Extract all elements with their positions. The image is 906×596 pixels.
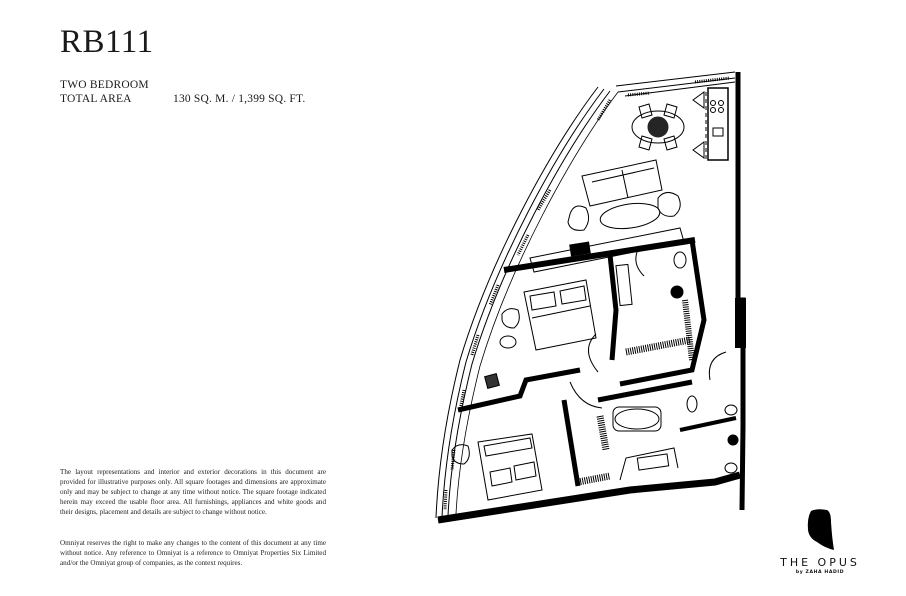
opus-logo-mark-icon xyxy=(807,509,834,550)
area-label: TOTAL AREA xyxy=(60,93,132,105)
facade-glazing xyxy=(435,86,619,519)
unit-code: RB111 xyxy=(60,24,154,60)
second-bedroom-wall xyxy=(561,399,581,487)
brand-byline: by ZAHA HADID xyxy=(795,570,845,575)
closet-wall xyxy=(619,239,707,387)
area-row: TOTAL AREA 130 SQ. M. / 1,399 SQ. FT. xyxy=(60,93,305,105)
master-bath-wall xyxy=(607,254,619,361)
brand-name: THE OPUS xyxy=(780,556,860,569)
top-facade xyxy=(615,71,736,97)
wardrobe-hatch-bottom xyxy=(625,336,691,356)
wardrobe-hatch xyxy=(682,299,695,361)
vanity xyxy=(615,263,633,307)
plant xyxy=(484,373,500,389)
side-table xyxy=(499,335,517,349)
second-bed xyxy=(477,433,543,501)
armchair-right xyxy=(657,192,681,217)
living-bedroom-wall xyxy=(503,237,696,273)
floor-plan xyxy=(435,71,746,524)
coffee-table xyxy=(599,202,661,230)
right-wall xyxy=(735,72,746,511)
dining-table xyxy=(631,103,685,151)
shower-drain xyxy=(670,285,684,299)
bedroom-divider-wall xyxy=(457,367,581,413)
toilet xyxy=(673,251,687,269)
area-value: 130 SQ. M. / 1,399 SQ. FT. xyxy=(173,93,306,105)
second-bath xyxy=(577,379,739,486)
door-swing-entry xyxy=(708,351,727,381)
second-bedroom-armchair xyxy=(451,444,470,465)
bedroom-armchair xyxy=(501,308,520,329)
brand-logo: THE OPUS by ZAHA HADID xyxy=(770,508,870,575)
door-swing-master xyxy=(588,333,599,373)
wall-block xyxy=(569,241,591,257)
kitchen xyxy=(692,87,729,161)
master-bed xyxy=(523,279,597,351)
media-console xyxy=(529,227,685,273)
armchair-left xyxy=(567,205,590,231)
door-swing-corridor xyxy=(569,381,603,409)
disclaimer-paragraph-1: The layout representations and interior … xyxy=(60,468,326,516)
sofa xyxy=(581,159,663,207)
door-swing-bath xyxy=(635,245,645,277)
bottom-wall xyxy=(437,471,741,524)
unit-type: TWO BEDROOM xyxy=(60,79,149,91)
disclaimer-paragraph-2: Omniyat reserves the right to make any c… xyxy=(60,539,326,567)
core-column xyxy=(735,298,746,348)
